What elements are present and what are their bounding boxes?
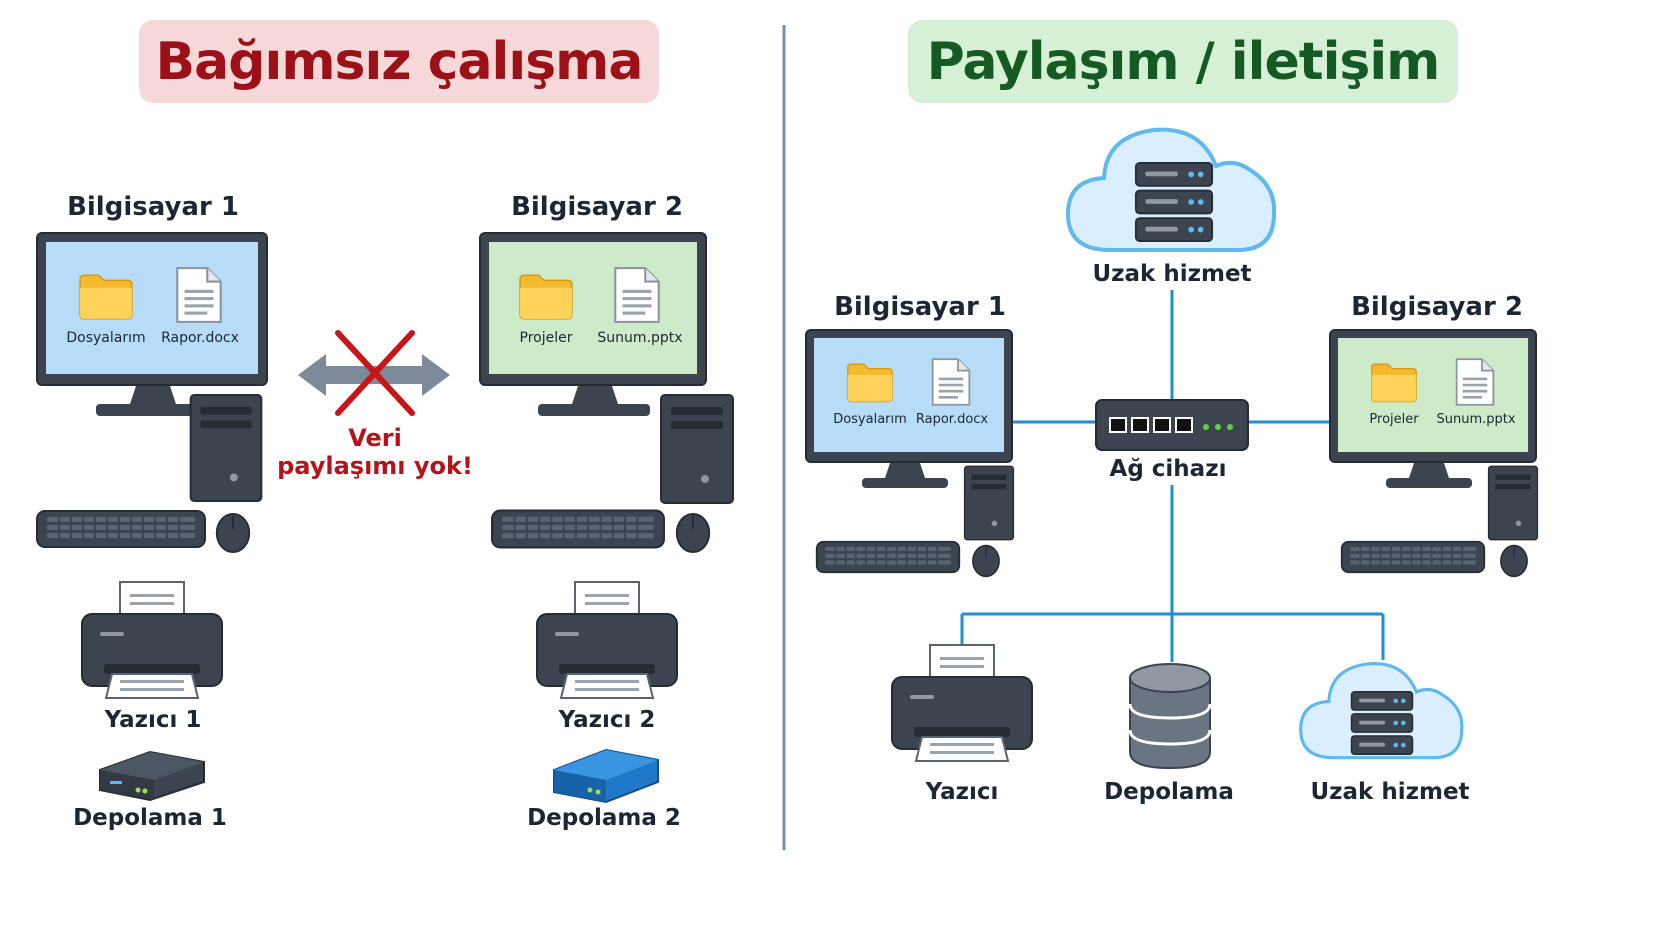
right-computer2-label: Bilgisayar 2 [1351, 292, 1523, 322]
printer2-icon [536, 581, 678, 699]
remote-bottom-label: Uzak hizmet [1310, 779, 1470, 805]
left-computer2-folder-label: Projeler [519, 330, 573, 346]
left-computer1-label: Bilgisayar 1 [67, 192, 239, 222]
left-computer2-file-label: Sunum.pptx [597, 330, 683, 346]
network-lines [960, 290, 1385, 662]
no-share-line2: paylaşımı yok! [277, 452, 473, 480]
printer1-icon [81, 581, 223, 699]
right-title: Paylaşım / iletişim [908, 20, 1458, 103]
printer-label: Yazıcı [925, 779, 999, 805]
right-computer1-label: Bilgisayar 1 [834, 292, 1006, 322]
left-computer1-file-label: Rapor.docx [161, 330, 239, 346]
printer1-label: Yazıcı 1 [104, 707, 202, 733]
no-share-arrow [298, 330, 450, 416]
storage2-label: Depolama 2 [527, 805, 681, 831]
storage-label: Depolama [1104, 779, 1234, 805]
right-computer1-folder-label: Dosyalarım [833, 412, 907, 427]
no-share-line1: Veri [348, 424, 402, 452]
storage2-icon [553, 748, 659, 804]
storage-database-icon [1128, 663, 1212, 770]
right-computer1-file-label: Rapor.docx [915, 412, 989, 427]
printer2-label: Yazıcı 2 [558, 707, 656, 733]
storage1-label: Depolama 1 [73, 805, 227, 831]
printer-icon [891, 644, 1033, 762]
storage1-icon [99, 750, 205, 802]
right-computer1 [805, 329, 1015, 578]
right-computer2-folder-label: Projeler [1369, 412, 1419, 427]
left-computer1 [35, 232, 268, 554]
left-computer2 [479, 232, 735, 554]
network-device-label: Ağ cihazı [1109, 456, 1227, 482]
no-share-text: Veri paylaşımı yok! [277, 424, 473, 480]
right-computer2-file-label: Sunum.pptx [1436, 412, 1516, 427]
remote-top-label: Uzak hizmet [1092, 261, 1252, 287]
network-switch-icon [1095, 399, 1249, 451]
right-computer2 [1329, 329, 1539, 578]
left-computer1-folder-label: Dosyalarım [66, 330, 146, 346]
left-computer2-label: Bilgisayar 2 [511, 192, 683, 222]
left-title: Bağımsız çalışma [139, 20, 659, 103]
